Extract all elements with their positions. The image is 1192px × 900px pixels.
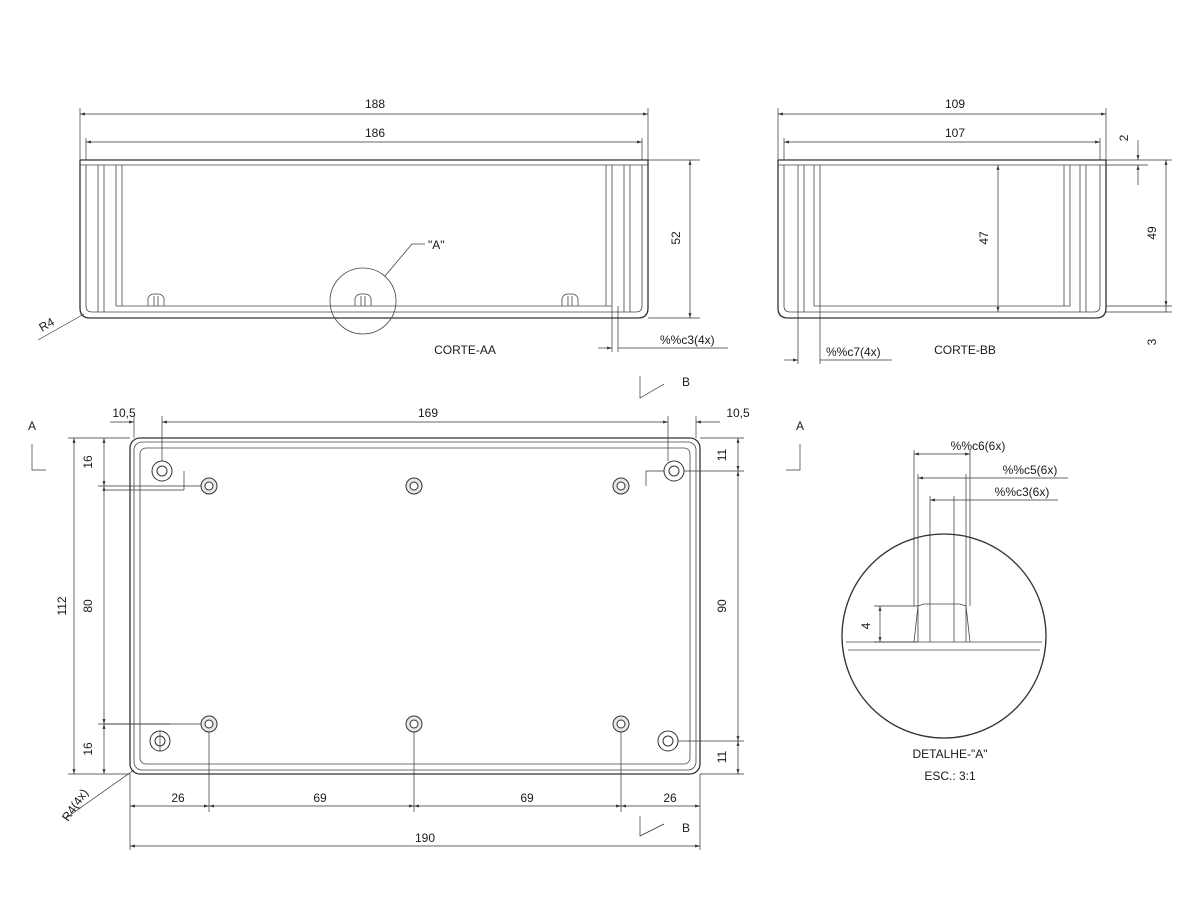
corner-hole-bottom-right <box>657 730 679 752</box>
dim-11-top: 11 <box>715 448 729 461</box>
dim-26-left: 26 <box>171 791 185 805</box>
dim-49: 49 <box>1145 226 1159 240</box>
section-aa-view: "A" 188 186 52 R4 %%c3(4x) CORTE-AA <box>37 97 728 357</box>
dim-80: 80 <box>81 599 95 613</box>
boss-bottom-1 <box>200 715 218 733</box>
dim-190: 190 <box>415 831 435 845</box>
dim-112: 112 <box>55 596 69 615</box>
plan-view: A A 10,5 <box>28 406 804 850</box>
marker-a-right-label: A <box>796 419 804 433</box>
dim-2: 2 <box>1117 134 1131 141</box>
marker-a-left-label: A <box>28 419 36 433</box>
dim-16-bottom: 16 <box>81 742 95 756</box>
detail-dim-c6: %%c6(6x) <box>951 439 1006 453</box>
section-bb-title: CORTE-BB <box>934 343 996 357</box>
dim-47: 47 <box>977 231 991 245</box>
detail-a-view: %%c6(6x) %%c5(6x) %%c3(6x) 4 DETALHE-"A"… <box>841 439 1068 783</box>
dim-10-5-left: 10,5 <box>112 406 136 420</box>
dim-69-right: 69 <box>520 791 534 805</box>
marker-b-bottom-label: B <box>682 821 690 835</box>
dim-52: 52 <box>669 231 683 245</box>
dim-90: 90 <box>715 599 729 613</box>
marker-b-label: B <box>682 375 690 389</box>
section-marker-b-top: B <box>639 375 690 399</box>
dim-26-right: 26 <box>663 791 677 805</box>
detail-dim-c3: %%c3(6x) <box>995 485 1050 499</box>
detail-dim-4: 4 <box>859 622 873 629</box>
dim-188: 188 <box>365 97 385 111</box>
dim-10-5-right: 10,5 <box>726 406 750 420</box>
dim-107: 107 <box>945 126 965 140</box>
detail-dim-c5: %%c5(6x) <box>1003 463 1058 477</box>
detail-a-callout: "A" <box>428 238 445 252</box>
dim-186: 186 <box>365 126 385 140</box>
section-bb-view: 109 107 2 47 49 3 %%c7(4x) CORTE-BB <box>777 97 1172 364</box>
detail-a-scale: ESC.: 3:1 <box>924 769 976 783</box>
radius-r4: R4 <box>37 315 58 335</box>
marker-a-left <box>31 444 46 471</box>
corner-hole-top-right <box>663 460 685 482</box>
detail-a-title: DETALHE-"A" <box>913 747 988 761</box>
boss-bottom-3 <box>612 715 630 733</box>
boss-top-1 <box>200 477 218 495</box>
corner-hole-top-left <box>151 460 173 482</box>
boss-top-2 <box>405 477 423 495</box>
dim-16-top: 16 <box>81 455 95 469</box>
dim-69-left: 69 <box>313 791 327 805</box>
boss-top-3 <box>612 477 630 495</box>
marker-a-right <box>786 444 801 471</box>
dim-169: 169 <box>418 406 438 420</box>
section-aa-title: CORTE-AA <box>434 343 496 357</box>
dim-11-bottom: 11 <box>715 750 729 763</box>
section-marker-b-bottom: B <box>639 816 690 837</box>
dim-109: 109 <box>945 97 965 111</box>
boss-bottom-2 <box>405 715 423 733</box>
boss-diameter: %%c3(4x) <box>660 333 715 347</box>
dim-3: 3 <box>1145 338 1159 345</box>
corner-radius: R4(4x) <box>59 786 91 824</box>
post-diameter: %%c7(4x) <box>826 345 881 359</box>
